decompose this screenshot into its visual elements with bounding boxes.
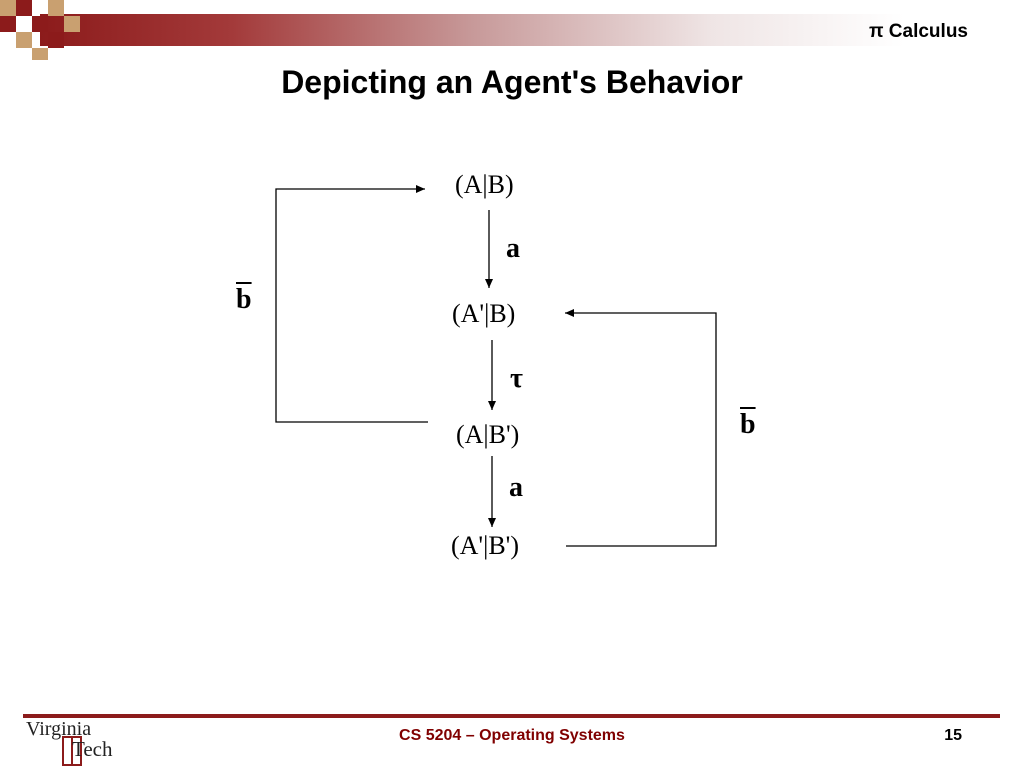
right-loop-arrow: [565, 309, 717, 547]
virginia-tech-logo: Virginia Tech: [22, 718, 142, 766]
page-number: 15: [944, 727, 962, 744]
footer-course: CS 5204 – Operating Systems: [399, 727, 625, 744]
state-node: (A|B'): [456, 420, 520, 449]
decor-square: [0, 0, 16, 16]
state-node: (A'|B): [452, 299, 516, 328]
logo-text: Virginia: [26, 718, 92, 740]
left-loop-label: b: [236, 284, 252, 315]
decor-square: [64, 16, 80, 32]
slide-title: Depicting an Agent's Behavior: [281, 64, 743, 100]
right-loop-label: b: [740, 409, 756, 440]
header-gradient-bar: [40, 14, 1000, 46]
decor-square: [48, 32, 64, 48]
header-band: π Calculus: [0, 0, 1024, 62]
left-loop-arrow: [275, 185, 428, 423]
decor-square: [16, 32, 32, 48]
course-title: π Calculus: [868, 21, 968, 42]
state-node: (A|B): [455, 170, 514, 199]
decor-square: [48, 0, 64, 16]
transition-label: a: [506, 233, 520, 264]
decor-square: [16, 0, 32, 16]
decor-square: [32, 16, 48, 32]
transition-label: a: [509, 472, 523, 503]
state-node: (A'|B'): [451, 531, 520, 560]
logo-emblem-icon: [62, 736, 82, 766]
footer-divider: [23, 714, 1000, 718]
decor-square: [32, 48, 48, 60]
decor-square: [0, 16, 16, 32]
transition-label: τ: [510, 363, 523, 394]
logo-text: Tech: [72, 737, 113, 761]
